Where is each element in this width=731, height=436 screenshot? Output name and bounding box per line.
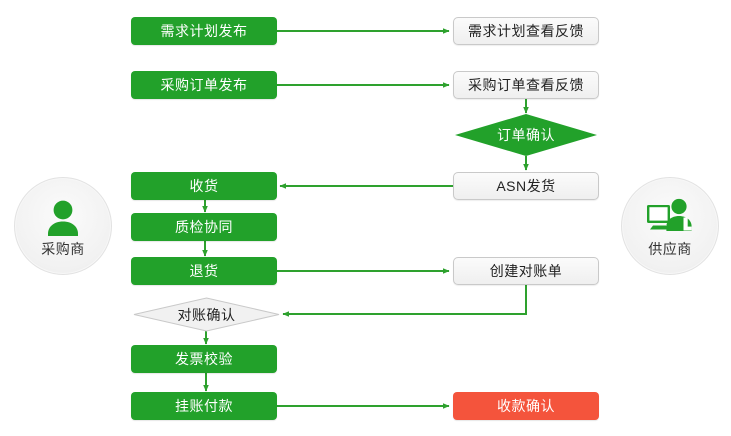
node-return-goods[interactable]: 退货	[131, 257, 277, 285]
person-icon	[48, 200, 78, 236]
node-receive-goods[interactable]: 收货	[131, 172, 277, 200]
node-create-statement[interactable]: 创建对账单	[453, 257, 599, 285]
node-receipt-confirm[interactable]: 收款确认	[453, 392, 599, 420]
diamond-shape-green	[455, 114, 597, 156]
actor-supplier[interactable]: 供应商	[621, 177, 719, 275]
node-order-confirm-label: 订单确认	[497, 127, 555, 143]
node-recon-confirm[interactable]: 对账确认	[133, 297, 280, 332]
node-payable-payment[interactable]: 挂账付款	[131, 392, 277, 420]
node-invoice-check[interactable]: 发票校验	[131, 345, 277, 373]
node-qc-collaboration[interactable]: 质检协同	[131, 213, 277, 241]
actor-buyer-label: 采购商	[41, 240, 85, 257]
node-po-publish[interactable]: 采购订单发布	[131, 71, 277, 99]
node-demand-plan-publish[interactable]: 需求计划发布	[131, 17, 277, 45]
person-computer-icon	[647, 198, 692, 231]
node-po-feedback[interactable]: 采购订单查看反馈	[453, 71, 599, 99]
node-demand-plan-feedback[interactable]: 需求计划查看反馈	[453, 17, 599, 45]
node-order-confirm[interactable]: 订单确认	[455, 114, 597, 156]
node-recon-confirm-label: 对账确认	[177, 306, 236, 323]
node-asn-shipment[interactable]: ASN发货	[453, 172, 599, 200]
edge-create-statement-to-recon-confirm	[282, 285, 527, 317]
diamond-shape-grey	[133, 297, 280, 332]
actor-buyer[interactable]: 采购商	[14, 177, 112, 275]
actor-supplier-label: 供应商	[648, 240, 692, 257]
